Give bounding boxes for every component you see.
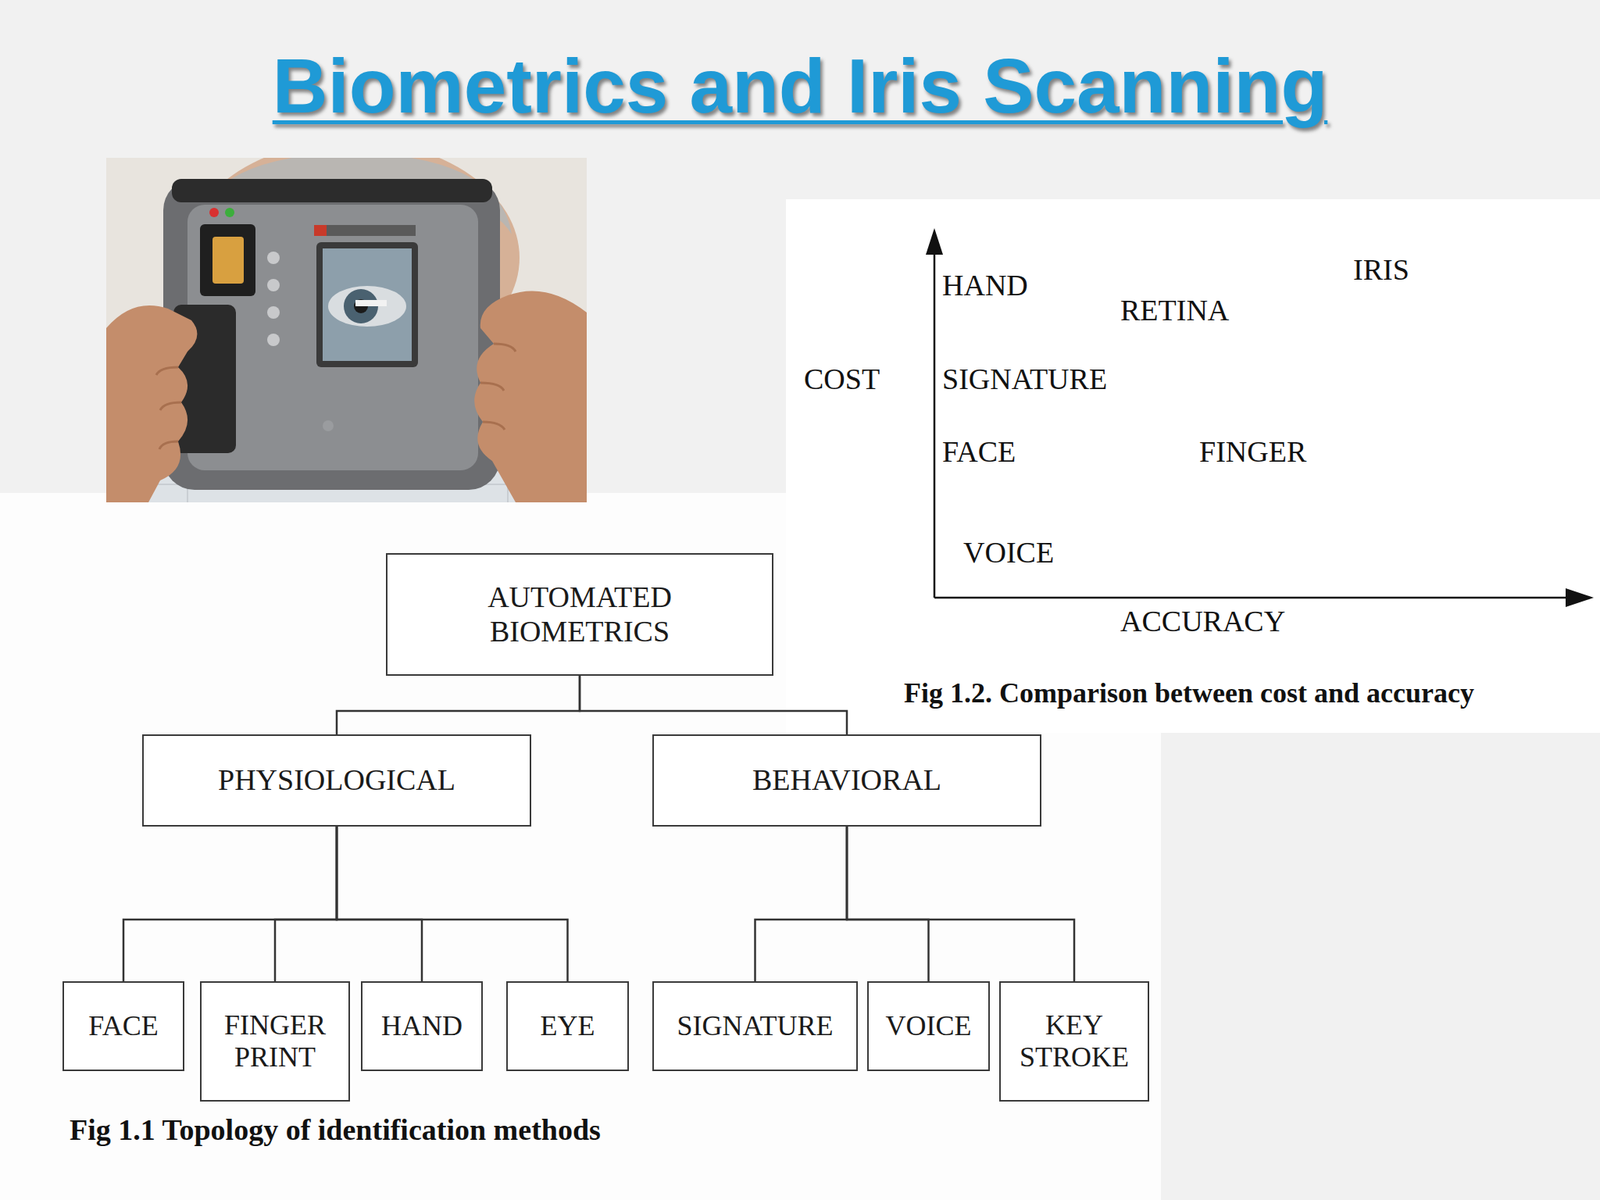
connector-line [846,826,1075,982]
category-box: PHYSIOLOGICAL [142,734,532,827]
y-arrowhead [925,228,943,255]
photo-ground [106,157,587,503]
chart-label: COST [803,362,880,397]
x-arrowhead [1565,588,1594,608]
y-axis [933,242,936,598]
finger-sensor [200,224,256,297]
box-label: HAND [381,1010,463,1043]
x-axis [934,596,1571,600]
scan-bar [355,300,387,307]
box-label: PHYSIOLOGICAL [217,763,456,798]
chart-label: FACE [942,435,1016,470]
method-box: SIGNATURE [652,981,858,1072]
chart-label: VOICE [963,535,1054,571]
method-box: KEY STROKE [999,981,1150,1102]
box-label: KEY STROKE [1011,1009,1137,1075]
figure-caption: Fig 1.1 Topology of identification metho… [69,1113,601,1148]
method-box: FACE [62,981,185,1072]
box-label: FACE [88,1010,158,1043]
button [267,333,280,347]
chart-label: SIGNATURE [942,362,1108,397]
box-label: AUTOMATED BIOMETRICS [450,580,709,649]
photo-illustration [106,157,587,503]
screen-frame [316,242,418,368]
connector-line [336,675,580,735]
device-knob [322,420,334,432]
led [209,207,219,218]
method-box: FINGER PRINT [200,981,350,1102]
connector-line [846,826,929,982]
led [225,207,235,218]
eye-white [328,285,407,327]
figure-caption: Fig 1.2. Comparison between cost and acc… [903,677,1475,710]
method-box: EYE [506,981,629,1072]
connector-line [755,826,848,982]
screen [322,248,412,361]
connector-line [275,826,337,982]
button [267,306,280,319]
button [267,251,280,265]
chart-label: IRIS [1353,253,1410,288]
box-label: VOICE [885,1010,972,1043]
connector-line [123,826,337,982]
logo [314,225,416,236]
connector-line [336,826,568,982]
chart-label: RETINA [1120,293,1229,329]
root-box: AUTOMATED BIOMETRICS [385,553,774,676]
method-box: VOICE [867,981,990,1072]
slide-title: Biometrics and Iris Scanning [0,40,1600,133]
chart-label: FINGER [1199,435,1307,470]
connector-line [336,826,422,982]
box-label: SIGNATURE [676,1010,833,1043]
method-box: HAND [360,981,483,1072]
device-body [163,178,500,490]
box-label: BEHAVIORAL [752,763,942,798]
category-box: BEHAVIORAL [652,734,1042,827]
connector-line [579,675,847,735]
chart-label: ACCURACY [1120,604,1286,640]
finger-lines [156,343,516,450]
box-label: EYE [540,1010,596,1043]
left-hand [106,305,197,503]
chart-panel [785,199,1600,733]
button [267,278,280,292]
finger-window [212,236,244,284]
right-hand [474,290,587,503]
logo-mark [314,225,327,236]
box-label: FINGER PRINT [212,1009,338,1075]
device-top [171,178,493,203]
chart-label: HAND [942,268,1029,304]
